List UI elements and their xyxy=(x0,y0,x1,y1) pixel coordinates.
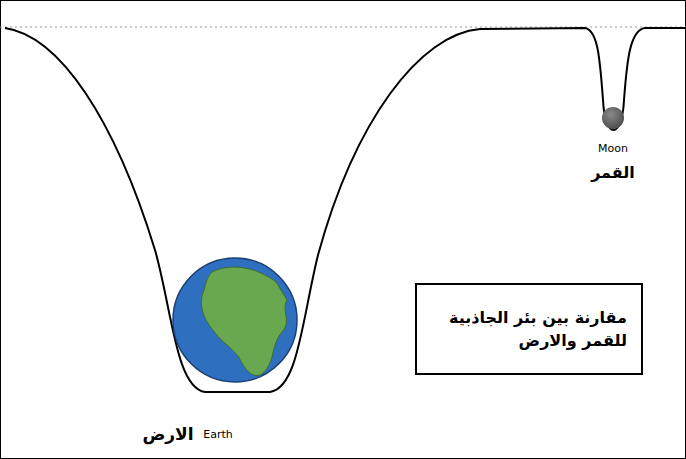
earth-label-ar: الارض xyxy=(142,424,193,444)
earth-globe xyxy=(173,258,297,382)
moon-label-en: Moon xyxy=(598,142,628,155)
gravity-well-curve xyxy=(5,28,686,392)
moon-globe xyxy=(602,107,624,129)
moon-label-ar: القمر xyxy=(591,163,635,182)
caption-box: مقارنة بين بئر الجاذبية للقمر والارض xyxy=(415,283,643,375)
box-text: مقارنة بين بئر الجاذبية للقمر والارض xyxy=(431,306,627,352)
earth-continent xyxy=(201,267,287,375)
earth-label-en: Earth xyxy=(203,428,233,441)
